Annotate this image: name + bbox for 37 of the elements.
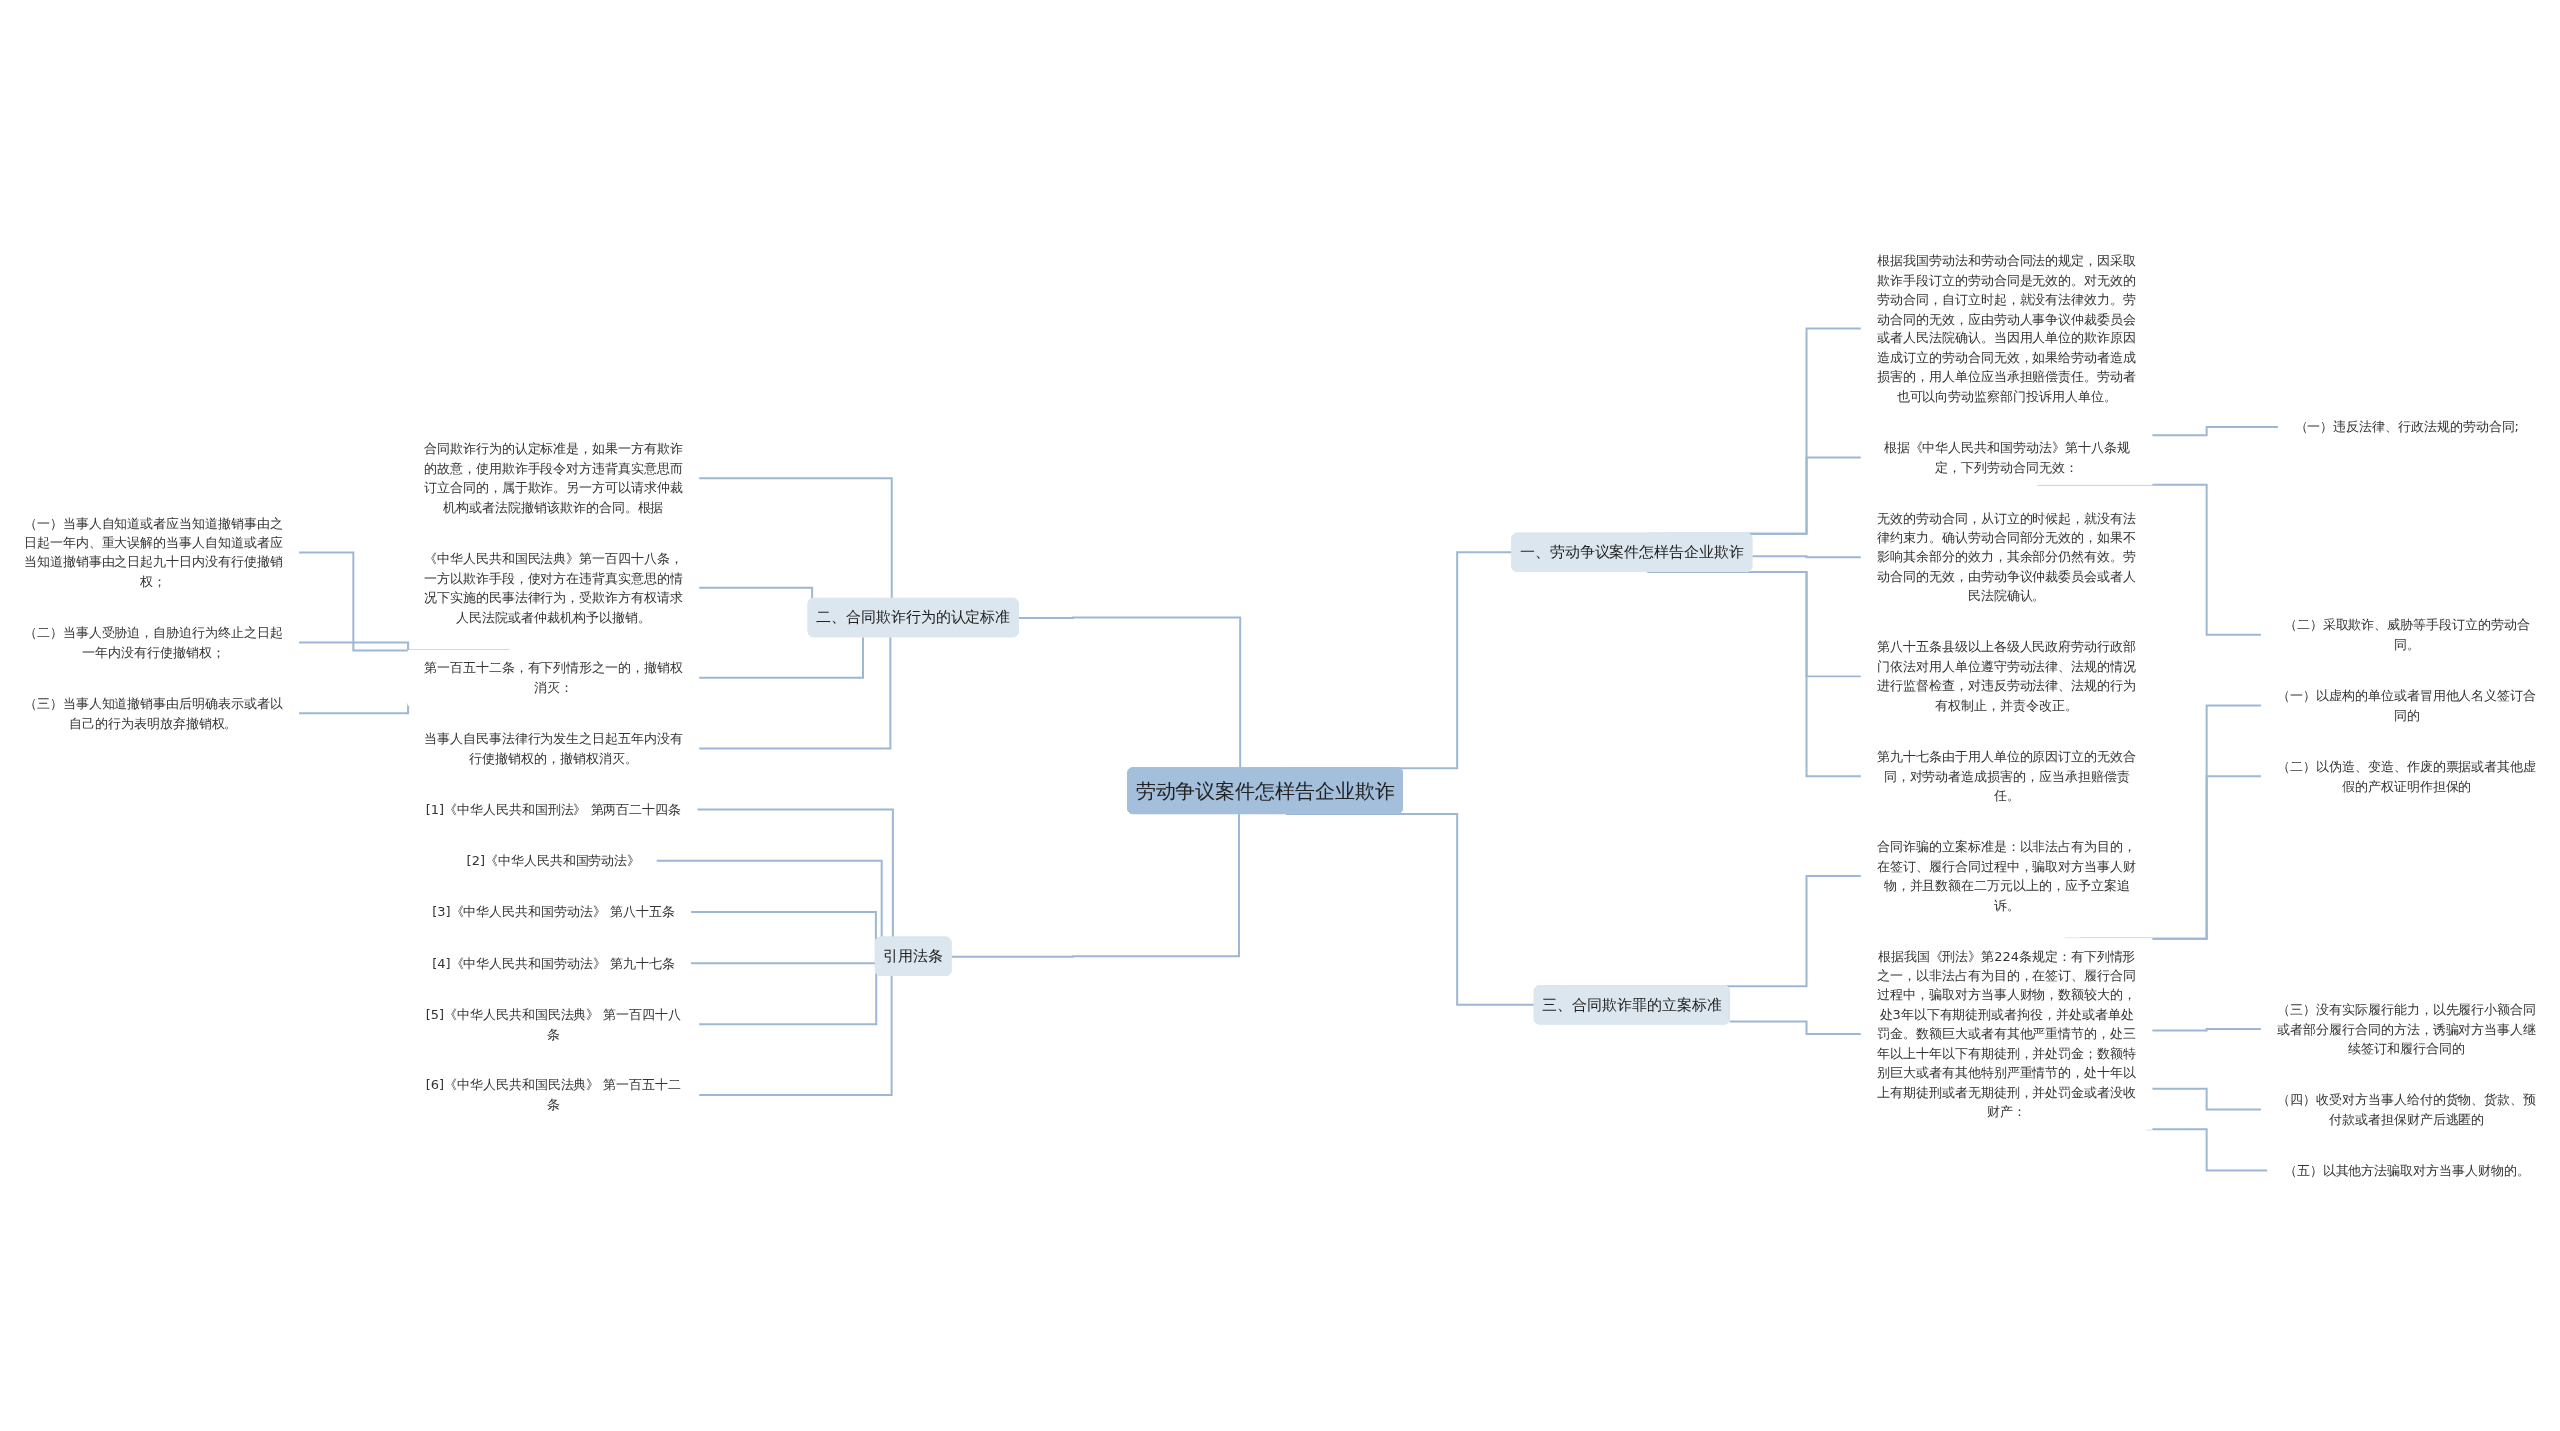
connector xyxy=(697,586,814,601)
connector xyxy=(2150,1087,2263,1111)
node-text: 当事人自民事法律行为发生之日起五年内没有行使撤销权的，撤销权消灭。 xyxy=(424,731,683,766)
connector xyxy=(655,859,883,939)
node-text: 第九十七条由于用人单位的原因订立的无效合同，对劳动者造成损害的，应当承担赔偿责任。 xyxy=(1877,749,2136,803)
node-text: 无效的劳动合同，从订立的时候起，就没有法律约束力。确认劳动合同部分无效的，如果不影响其余部分的效力，其余部分仍然有效。劳动合同的无效，由劳动争议仲裁委员会或者人民法院确认。 xyxy=(1877,510,2136,604)
connector xyxy=(697,636,892,750)
node-text: （一）以虚构的单位或者冒用他人名义签订合同的 xyxy=(2277,688,2537,723)
connector xyxy=(696,808,894,939)
connector xyxy=(697,636,864,679)
connector xyxy=(1728,1020,1863,1035)
node-text: [4]《中华人民共和国劳动法》 第九十七条 xyxy=(432,955,675,971)
node-text: （二）当事人受胁迫，自胁迫行为终止之日起一年内没有行使撤销权； xyxy=(23,625,283,660)
node-text: [2]《中华人民共和国劳动法》 xyxy=(466,853,641,868)
connector xyxy=(2150,425,2280,437)
node-text: （四）收受对方当事人给付的货物、货款、预付款或者担保财产后逃匿的 xyxy=(2277,1092,2537,1127)
connector xyxy=(697,974,893,1096)
node-text: 合同欺诈行为的认定标准是，如果一方有欺诈的故意，使用欺诈手段令对方违背真实意思而订立合同的，属于欺诈。另一方可以请求仲裁机构或者法院撤销该欺诈的合同。根据 xyxy=(424,441,683,515)
node-text: 合同诈骗的立案标准是：以非法占有为目的，在签订、履行合同过程中，骗取对方当事人财物，并且数额在二万元以上的，应予立案追诉。 xyxy=(1877,839,2136,913)
connector xyxy=(697,477,893,600)
node-text: （五）以其他方法骗取对方当事人财物的。 xyxy=(2283,1162,2530,1178)
node-text: （一）违反法律、行政法规的劳动合同; xyxy=(2294,419,2519,435)
node-text: 第八十五条县级以上各级人民政府劳动行政部门依法对用人单位遵守劳动法律、法规的情况进行监督检查，对违反劳动法律、法规的行为有权制止，并责令改正。 xyxy=(1877,639,2136,713)
connector xyxy=(950,813,1240,958)
connector xyxy=(2150,1028,2263,1032)
node-text: （二）采取欺诈、威胁等手段订立的劳动合同。 xyxy=(2283,617,2530,652)
node-text: （二）以伪造、变造、作废的票据或者其他虚假的产权证明作担保的 xyxy=(2277,758,2537,794)
node-text: （一）当事人自知道或者应当知道撤销事由之日起一年内、重大误解的当事人自知道或者应当知道撤销事由之日起九十日内没有行使撤销权； xyxy=(23,515,283,589)
node-text: （三）当事人知道撤销事由后明确表示或者以自己的行为表明放弃撤销权。 xyxy=(23,695,283,731)
node-text: （三）没有实际履行能力，以先履行小额合同或者部分履行合同的方法，诱骗对方当事人继续签订和履行合同的 xyxy=(2277,1001,2537,1056)
node-text: [6]《中华人民共和国民法典》 第一百五十二条 xyxy=(425,1077,682,1112)
node-text: [3]《中华人民共和国劳动法》 第八十五条 xyxy=(432,904,675,920)
node-text: [1]《中华人民共和国刑法》 第两百二十四条 xyxy=(425,801,682,817)
node-text: 根据我国劳动法和劳动合同法的规定，因采取欺诈手段订立的劳动合同是无效的。对无效的劳动合同，自订立时起，就没有法律效力。劳动合同的无效，应由劳动人事争议仲裁委员会或者人民法院确认。当因用人单位的欺诈原因造成订立的劳动合同无效，如果给劳动者造成损害的，用人单位应当承担赔偿责任。劳动者也可以向劳动监察部门投诉用人单位。 xyxy=(1877,252,2136,404)
connector xyxy=(1751,555,1863,559)
node-text: 《中华人民共和国民法典》第一百四十八条，一方以欺诈手段，使对方在违背真实意思的情况下实施的民事法律行为，受欺诈方有权请求人民法院或者仲裁机构予以撤销。 xyxy=(424,550,683,625)
node-text: [5]《中华人民共和国民法典》 第一百四十八条 xyxy=(425,1006,682,1042)
